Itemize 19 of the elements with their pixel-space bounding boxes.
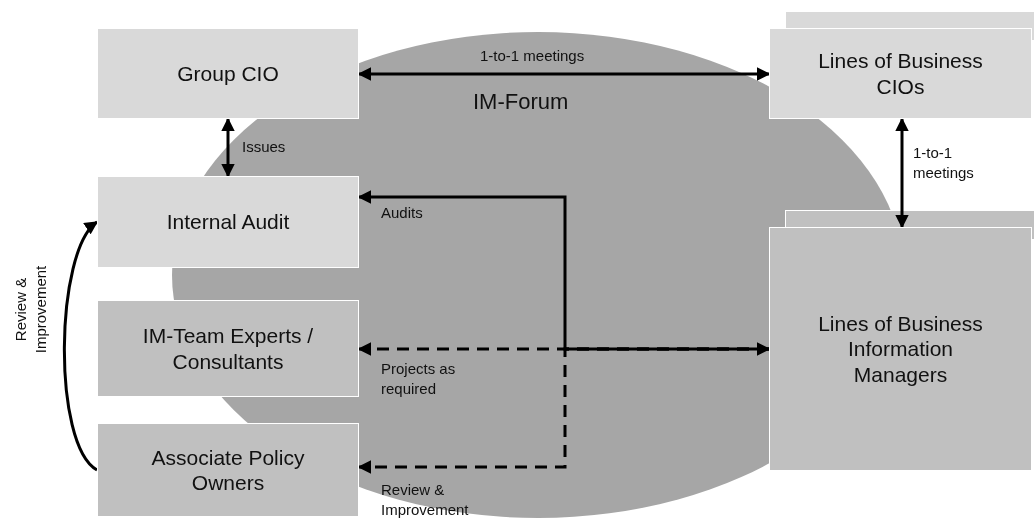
role-box: Group CIO — [97, 28, 359, 119]
forum-title: IM-Forum — [473, 88, 569, 116]
arrow — [62, 220, 99, 472]
arrow — [357, 67, 771, 81]
edge-label: 1-to-1 meetings — [480, 46, 585, 66]
edge-label: Review & Improvement — [381, 480, 470, 519]
edge-label: Review & Improvement — [10, 264, 50, 356]
role-box: Internal Audit — [97, 176, 359, 268]
role-box: Lines of Business CIOs — [769, 28, 1032, 119]
role-box: IM-Team Experts / Consultants — [97, 300, 359, 397]
arrow — [895, 117, 909, 229]
edge-label: Audits — [381, 203, 423, 223]
arrow — [221, 117, 235, 178]
arrow — [357, 190, 771, 356]
role-box: Lines of Business Information Managers — [769, 227, 1032, 471]
role-box: Associate Policy Owners — [97, 423, 359, 517]
edge-label: 1-to-1 meetings — [913, 143, 975, 182]
edge-label: Projects as required — [381, 359, 457, 398]
edge-label: Issues — [242, 137, 286, 157]
